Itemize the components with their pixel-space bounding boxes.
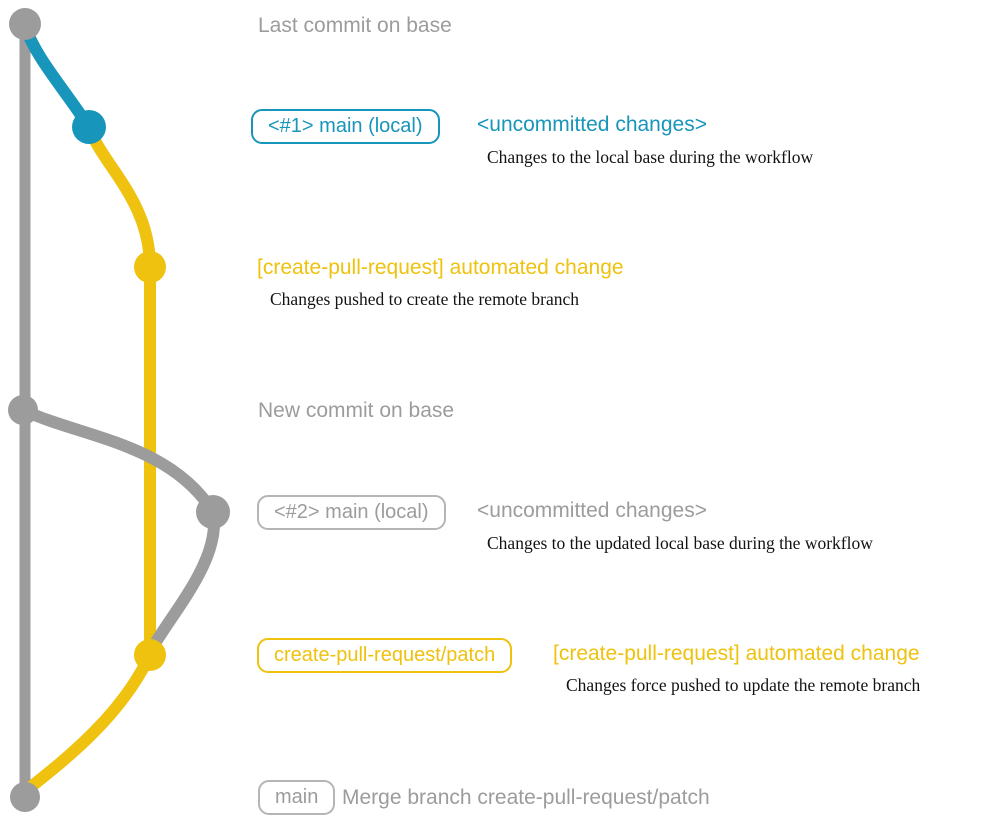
new-commit-label: New commit on base (258, 399, 455, 422)
commit-node-merge (10, 782, 40, 812)
commit-node-local-main-2 (196, 495, 230, 529)
uncommitted-changes-2-note: Changes to the updated local base during… (487, 533, 873, 553)
patch-branch-line (83, 121, 156, 661)
uncommitted-changes-1-note: Changes to the local base during the wor… (487, 147, 814, 167)
commit-node-patch-1 (134, 251, 166, 283)
commit-node-last-base (9, 8, 41, 40)
patch-merge-curve (21, 649, 156, 796)
local-main-2-branch-curve (17, 404, 219, 518)
uncommitted-changes-1-label: <uncommitted changes> (477, 113, 707, 136)
automated-change-2-title: [create-pull-request] automated change (553, 642, 920, 665)
commit-node-new-base (8, 395, 38, 425)
automated-change-1-note: Changes pushed to create the remote bran… (270, 289, 580, 309)
uncommitted-changes-2-label: <uncommitted changes> (477, 499, 707, 522)
badge-patch-branch: create-pull-request/patch (257, 638, 513, 673)
badge-main-local-2: <#2> main (local) (257, 495, 446, 530)
automated-change-2-note: Changes force pushed to update the remot… (566, 675, 921, 695)
automated-change-1-title: [create-pull-request] automated change (257, 256, 624, 279)
local-main-1-branch-curve (19, 20, 95, 133)
last-commit-label: Last commit on base (258, 14, 452, 37)
local-main-2-merge-curve (144, 506, 221, 658)
commit-node-local-main-1 (72, 110, 106, 144)
merge-commit-label: Merge branch create-pull-request/patch (342, 786, 710, 809)
commit-node-patch-2 (134, 639, 166, 671)
badge-main: main (258, 780, 336, 815)
badge-main-local-1: <#1> main (local) (251, 109, 440, 144)
